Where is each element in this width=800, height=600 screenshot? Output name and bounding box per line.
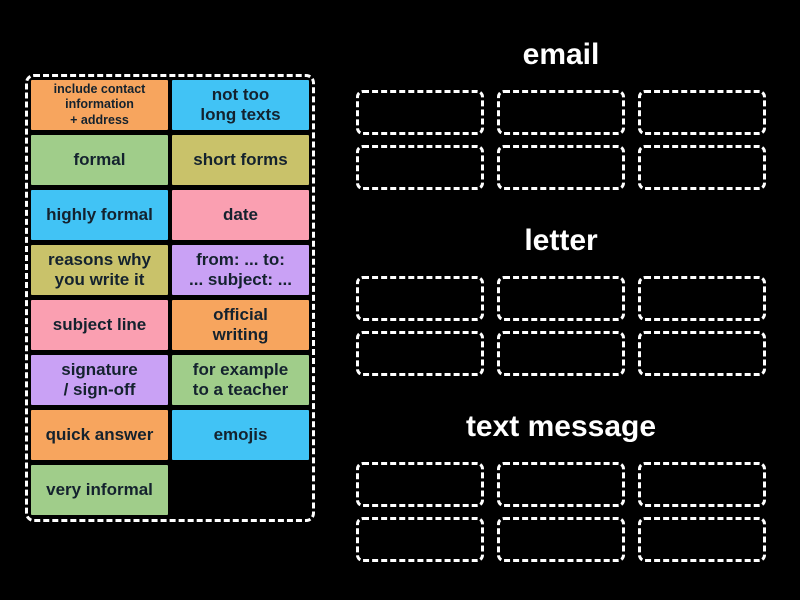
drop-slot[interactable] [638,462,766,507]
draggable-tile[interactable]: subject line [31,300,168,350]
group-title-text-message: text message [465,410,657,443]
drop-slot[interactable] [497,90,625,135]
drop-slot[interactable] [497,462,625,507]
drop-slot[interactable] [638,90,766,135]
group-email-slots [356,90,766,190]
draggable-tile[interactable]: include contact information + address [31,80,168,130]
drop-slot[interactable] [356,331,484,376]
group-letter: letter [356,222,766,376]
draggable-tile[interactable]: emojis [172,410,309,460]
draggable-tile[interactable]: very informal [31,465,168,515]
draggable-tile[interactable]: highly formal [31,190,168,240]
drop-slot[interactable] [356,462,484,507]
draggable-tile[interactable]: reasons why you write it [31,245,168,295]
drop-slot[interactable] [497,145,625,190]
drop-slot[interactable] [638,331,766,376]
drop-slot[interactable] [497,517,625,562]
drop-slot[interactable] [356,517,484,562]
group-letter-slots [356,276,766,376]
drop-slot[interactable] [638,517,766,562]
group-text-message: text message [356,408,766,562]
drop-slot[interactable] [497,276,625,321]
draggable-tile[interactable]: quick answer [31,410,168,460]
group-title-letter: letter [524,224,598,257]
draggable-tile[interactable]: for example to a teacher [172,355,309,405]
drop-slot[interactable] [356,145,484,190]
draggable-tile[interactable]: signature / sign-off [31,355,168,405]
drop-slot[interactable] [497,331,625,376]
draggable-tile[interactable]: short forms [172,135,309,185]
drop-slot[interactable] [638,276,766,321]
group-title-email: email [522,38,600,71]
draggable-tile[interactable]: not too long texts [172,80,309,130]
drop-slot[interactable] [356,276,484,321]
draggable-tile[interactable]: date [172,190,309,240]
draggable-tile[interactable]: from: ... to: ... subject: ... [172,245,309,295]
draggable-tile[interactable]: formal [31,135,168,185]
group-text-message-slots [356,462,766,562]
drop-slot[interactable] [356,90,484,135]
group-email: email [356,36,766,190]
drop-slot[interactable] [638,145,766,190]
draggable-tile[interactable]: official writing [172,300,309,350]
